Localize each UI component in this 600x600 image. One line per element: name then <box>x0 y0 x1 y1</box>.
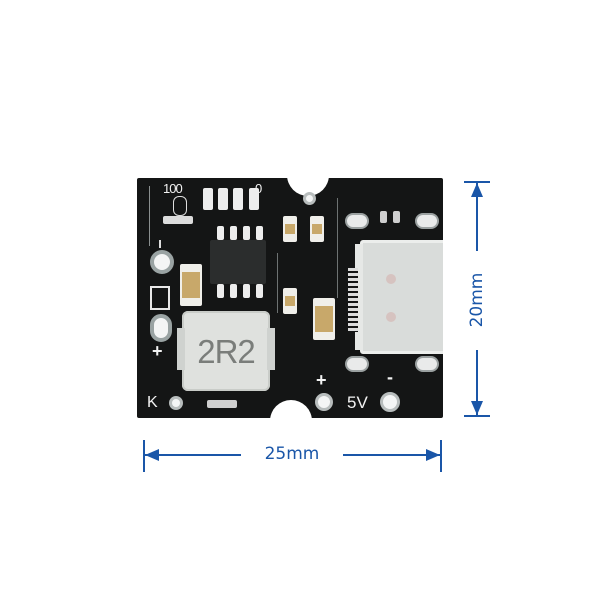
led-footprint <box>173 196 187 216</box>
resistor-pad <box>218 188 228 210</box>
resistor-pad <box>249 188 259 210</box>
left-plus-label: + <box>152 341 163 361</box>
trace <box>277 253 278 313</box>
cc-resistor <box>393 211 400 223</box>
capacitor <box>313 298 335 340</box>
usb-led <box>386 274 396 284</box>
pcb-board: 100 0 + K 2R2 <box>137 178 443 418</box>
cc-resistor <box>380 211 387 223</box>
resistor-pad <box>203 188 213 210</box>
small-resistor <box>207 400 237 408</box>
silk-line <box>149 186 150 246</box>
dim-tick-left <box>143 440 145 472</box>
inductor-lead <box>267 328 275 370</box>
ic-pin <box>243 226 250 240</box>
arrow-right-icon <box>426 449 440 461</box>
small-resistor <box>163 216 193 224</box>
capacitor <box>283 288 297 314</box>
top-notch <box>287 178 329 196</box>
output-plus-hole <box>315 393 333 411</box>
k-hole <box>169 396 183 410</box>
bottom-plus-label: + <box>316 370 327 390</box>
silk-mark <box>159 240 161 248</box>
ic-pin <box>217 284 224 298</box>
ic-pin <box>243 284 250 298</box>
arrow-down-icon <box>471 401 483 415</box>
shield-pad <box>415 356 439 372</box>
dim-tick-top <box>464 181 490 183</box>
square-pad <box>150 286 170 310</box>
width-label: 25mm <box>264 444 320 464</box>
output-label: 5V <box>347 393 368 412</box>
via <box>303 192 316 205</box>
usb-type-c-port <box>360 240 443 354</box>
height-label: 20mm <box>467 272 487 328</box>
dim-tick-right <box>440 440 442 472</box>
capacitor <box>310 216 324 242</box>
ic-pin <box>230 284 237 298</box>
ic-pin <box>230 226 237 240</box>
usb-pins <box>348 268 358 332</box>
usb-led <box>386 312 396 322</box>
ic-chip <box>210 240 266 284</box>
k-label: K <box>147 394 158 411</box>
bottom-notch <box>270 400 312 418</box>
capacitor <box>180 264 202 306</box>
bottom-minus-label: - <box>387 367 393 387</box>
trace <box>337 198 338 298</box>
arrow-up-icon <box>471 183 483 197</box>
dim-line-right <box>343 454 440 456</box>
ic-pin <box>217 226 224 240</box>
ic-pin <box>256 284 263 298</box>
shield-pad <box>345 356 369 372</box>
output-minus-hole <box>380 392 400 412</box>
ic-pin <box>256 226 263 240</box>
dim-line-bottom <box>476 350 478 415</box>
shield-pad <box>415 213 439 229</box>
battery-minus-hole <box>150 314 172 342</box>
arrow-left-icon <box>145 449 159 461</box>
inductor-lead <box>177 328 185 370</box>
inductor-marking: 2R2 <box>197 333 256 370</box>
battery-plus-hole <box>150 250 174 274</box>
shield-pad <box>345 213 369 229</box>
dim-tick-bottom <box>464 415 490 417</box>
marking-100: 100 <box>163 181 183 196</box>
dim-line-top <box>476 183 478 251</box>
capacitor <box>283 216 297 242</box>
dim-line-left <box>145 454 241 456</box>
resistor-pad <box>233 188 243 210</box>
usb-type-c-lip <box>355 244 363 350</box>
inductor <box>182 311 270 391</box>
